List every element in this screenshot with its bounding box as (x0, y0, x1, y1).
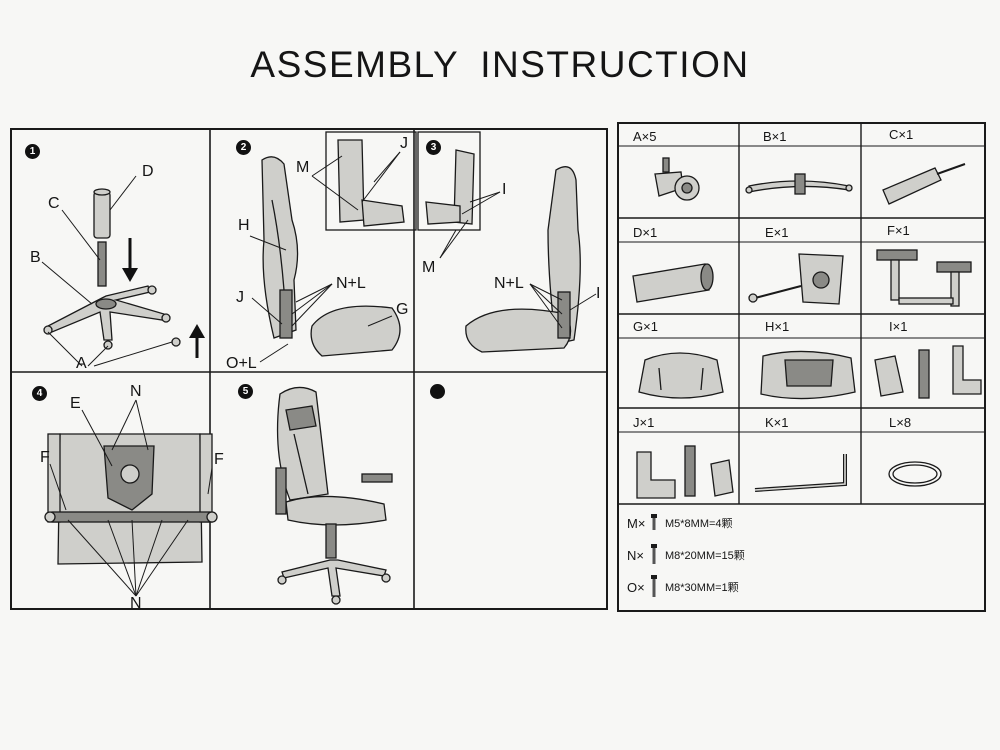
seat-backrest-drawing (249, 131, 417, 363)
label-c: C (48, 195, 60, 212)
label-f2: F (214, 451, 224, 468)
label-b: B (30, 249, 41, 266)
part-label-k: K×1 (765, 415, 789, 430)
gas-lift-base-drawing (41, 175, 205, 367)
washer-icon (888, 461, 942, 487)
allen-key-icon (754, 454, 847, 492)
step-4-cell: 4 E N F F (12, 374, 224, 612)
bolt-icon (651, 544, 657, 564)
screw-row-m: M× M5*8MM=4颗 (627, 512, 733, 534)
recline-brackets-icon (636, 445, 734, 499)
step-number: 5 (238, 384, 253, 399)
backrest-icon (760, 350, 856, 400)
step-number: 3 (426, 140, 441, 155)
page-title: ASSEMBLY INSTRUCTION (250, 44, 750, 85)
seat-cushion-icon (638, 352, 724, 399)
label-nl: N+L (494, 275, 524, 292)
part-label-l: L×8 (889, 415, 912, 430)
label-g: G (396, 301, 409, 318)
gas-cylinder-icon (882, 163, 966, 205)
side-cover-drawing (417, 131, 597, 353)
label-e: E (70, 395, 81, 412)
step-2-cell: 2 M J H N+L (212, 130, 417, 374)
screw-row-o: O× M8*30MM=1颗 (627, 575, 739, 598)
screw-letter: M× (627, 515, 646, 531)
part-label-c: C×1 (889, 127, 914, 142)
side-covers-icon (874, 345, 982, 399)
screw-letter: N× (627, 547, 644, 563)
screw-row-n: N× M8*20MM=15颗 (627, 544, 745, 566)
step-5-cell: 5 (212, 374, 416, 612)
step-number: 4 (32, 386, 47, 401)
step-number: 1 (25, 144, 40, 159)
assembled-chair-drawing (275, 386, 393, 605)
steps-grid-lines (10, 128, 608, 610)
parts-grid-lines (617, 122, 986, 505)
cylinder-cover-icon (632, 263, 714, 303)
label-n2: N (130, 595, 142, 612)
label-ol: O+L (226, 355, 257, 372)
label-a: A (76, 355, 87, 372)
step-1-cell: 1 (12, 130, 212, 374)
step-6-cell: 6 (416, 374, 610, 612)
part-label-f: F×1 (887, 223, 910, 238)
part-label-e: E×1 (765, 225, 789, 240)
step-number: 6 (430, 384, 445, 399)
screw-spec: M8*30MM=1颗 (665, 582, 739, 594)
part-label-a: A×5 (633, 129, 657, 144)
parts-drawings (632, 157, 982, 499)
caster-wheel-icon (654, 157, 700, 201)
label-nl: N+L (336, 275, 366, 292)
step-3-cell: 3 I M N+L I (416, 130, 610, 374)
part-label-h: H×1 (765, 319, 790, 334)
part-label-b: B×1 (763, 129, 787, 144)
screw-spec: M5*8MM=4颗 (665, 518, 733, 530)
bolt-icon (651, 575, 657, 597)
label-i: I (502, 181, 507, 198)
parts-panel: A×5 B×1 C×1 D×1 E×1 F×1 G×1 H×1 I×1 J×1 … (617, 122, 986, 612)
steps-panel: 1 (10, 128, 610, 612)
bolt-icon (651, 514, 657, 530)
label-f: F (40, 449, 50, 466)
star-base-icon (745, 173, 853, 195)
tilt-mechanism-icon (748, 253, 844, 305)
mechanism-armrest-drawing (44, 399, 218, 597)
part-label-d: D×1 (633, 225, 658, 240)
screw-spec: M8*20MM=15颗 (665, 550, 745, 562)
part-label-i: I×1 (889, 319, 908, 334)
label-j2: J (236, 289, 244, 306)
label-d: D (142, 163, 154, 180)
part-label-g: G×1 (633, 319, 658, 334)
label-m: M (422, 259, 436, 276)
screw-letter: O× (627, 579, 645, 595)
step-number: 2 (236, 140, 251, 155)
armrests-icon (876, 249, 972, 307)
label-j: J (400, 135, 408, 152)
label-i2: I (596, 285, 601, 302)
label-h: H (238, 217, 250, 234)
label-n: N (130, 383, 142, 400)
part-label-j: J×1 (633, 415, 655, 430)
label-m: M (296, 159, 310, 176)
